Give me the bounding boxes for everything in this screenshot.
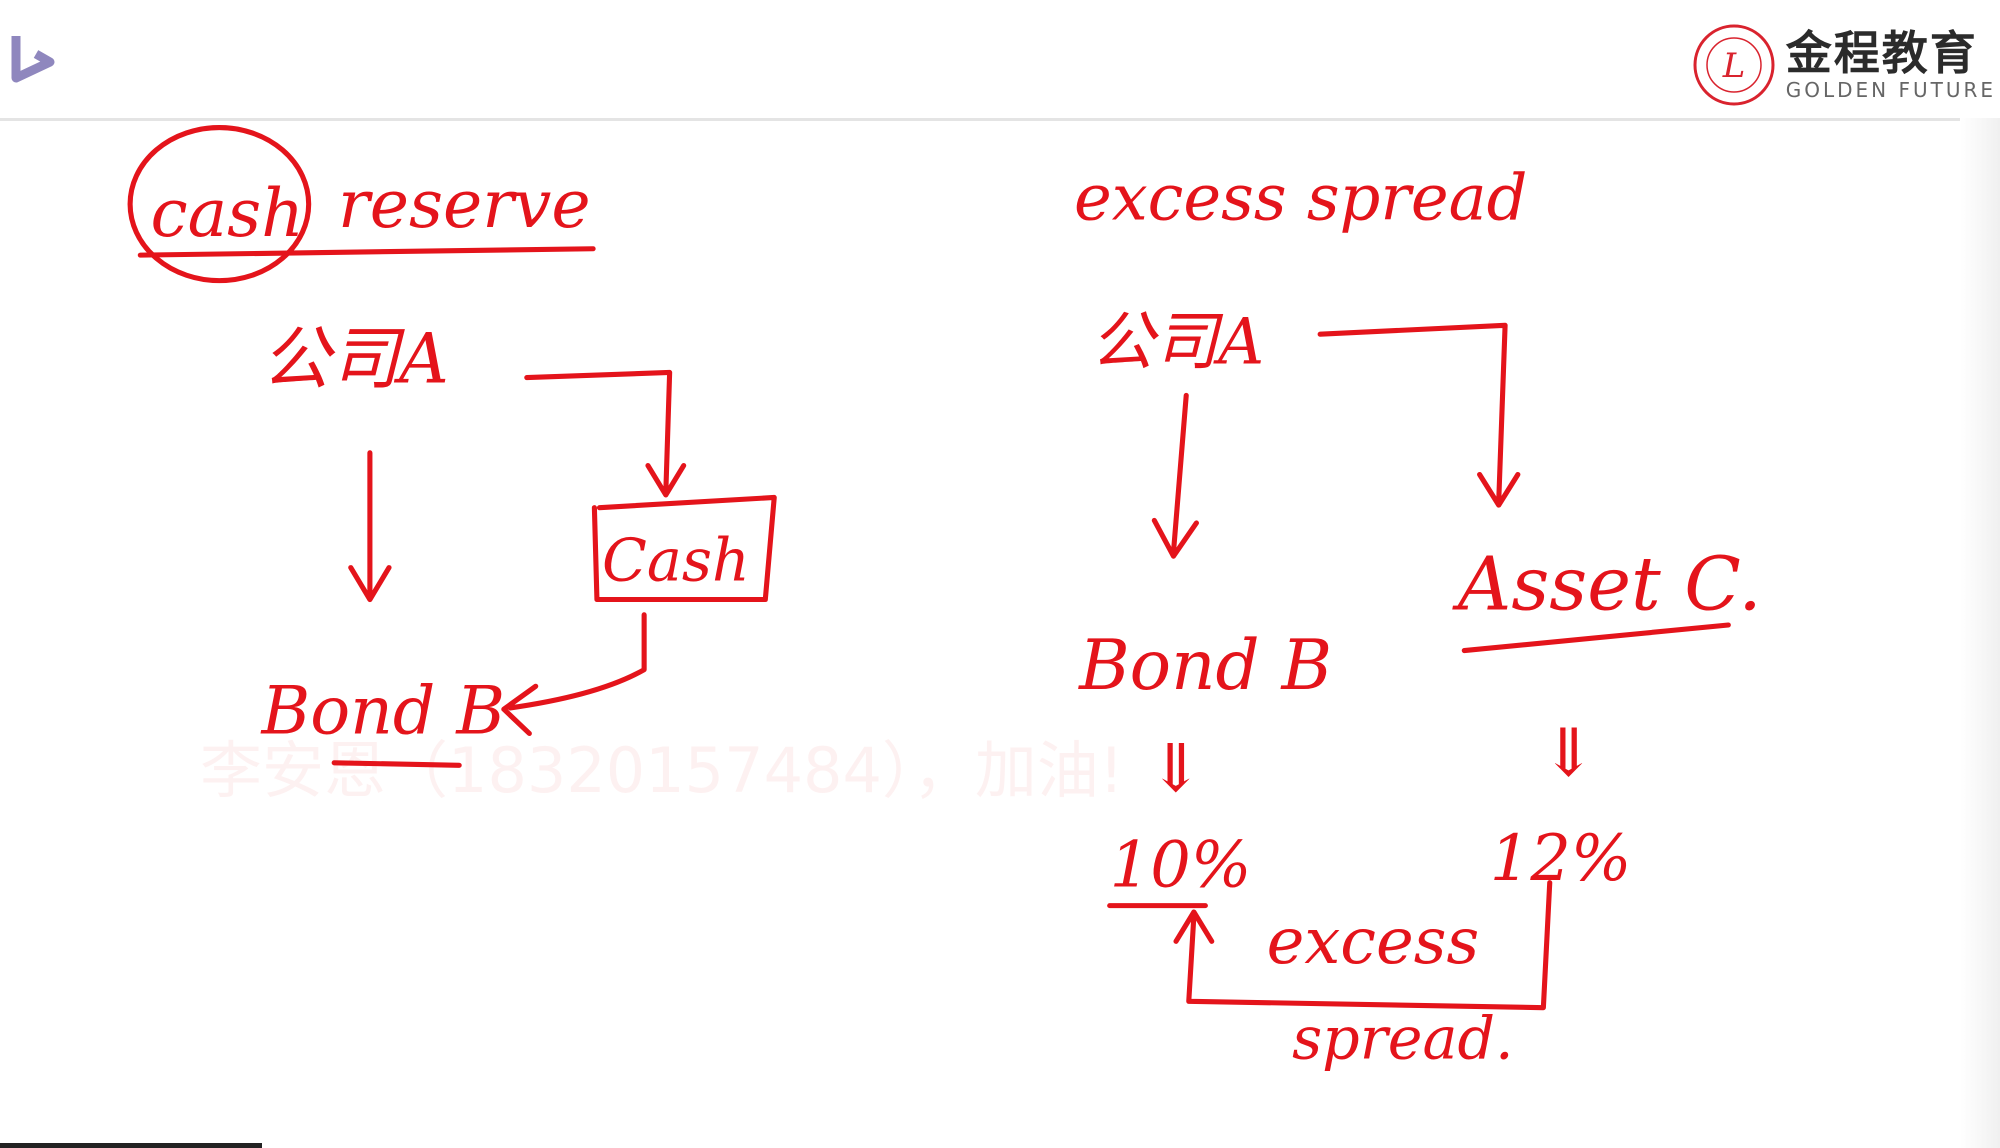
watermark: 李安恩（18320157484），加油! bbox=[200, 734, 1124, 807]
title-reserve: reserve bbox=[338, 165, 591, 243]
arrow-to-bond-icon bbox=[1151, 392, 1199, 559]
title-excess-spread: excess spread bbox=[1074, 161, 1527, 235]
top-bar: L 金程教育 GOLDEN FUTURE bbox=[0, 0, 2000, 121]
asset-c-label: Asset C. bbox=[1452, 542, 1762, 628]
title-cash: cash bbox=[151, 174, 304, 252]
brand-logo: L 金程教育 GOLDEN FUTURE bbox=[1692, 20, 1996, 110]
spread-label: spread. bbox=[1292, 1005, 1514, 1073]
arrow-down-icon bbox=[348, 450, 392, 603]
golden-future-seal-icon: L bbox=[1693, 24, 1775, 106]
bond-underline bbox=[331, 760, 462, 768]
player-logo-icon bbox=[11, 36, 55, 83]
double-arrow-asset-icon: ⇓ bbox=[1541, 714, 1597, 792]
cash-reserve-diagram: cash reserve 公司A Cash Bond B bbox=[127, 125, 777, 768]
brand-name-cn: 金程教育 bbox=[1785, 26, 1978, 80]
arrow-to-asset-icon bbox=[1317, 322, 1521, 508]
arrow-cash-to-bond-icon bbox=[501, 612, 647, 736]
spread-bracket-arrow-icon bbox=[1173, 880, 1553, 1011]
asset-underline bbox=[1461, 622, 1731, 654]
progress-bar[interactable] bbox=[0, 1143, 262, 1148]
cash-box bbox=[591, 494, 777, 603]
circle-mark bbox=[127, 125, 312, 284]
company-a-label: 公司A bbox=[1091, 306, 1265, 380]
double-arrow-bond-icon: ⇓ bbox=[1148, 729, 1204, 807]
title-underline bbox=[137, 246, 596, 258]
excess-label: excess bbox=[1267, 905, 1480, 979]
company-a-label: 公司A bbox=[261, 320, 448, 400]
arrow-to-cash-icon bbox=[524, 369, 687, 498]
asset-yield: 12% bbox=[1490, 822, 1632, 896]
right-edge-shade bbox=[1960, 118, 2000, 1148]
bond-yield: 10% bbox=[1110, 828, 1252, 902]
svg-text:L: L bbox=[1721, 46, 1745, 86]
brand-name-en: GOLDEN FUTURE bbox=[1785, 78, 1996, 102]
bond-b-label: Bond B bbox=[260, 671, 505, 749]
excess-spread-diagram: excess spread 公司A Asset C. Bond B ⇓ ⇓ 10… bbox=[1074, 161, 1762, 1072]
bond-b-label: Bond B bbox=[1077, 626, 1332, 706]
cash-box-label: Cash bbox=[602, 526, 750, 594]
